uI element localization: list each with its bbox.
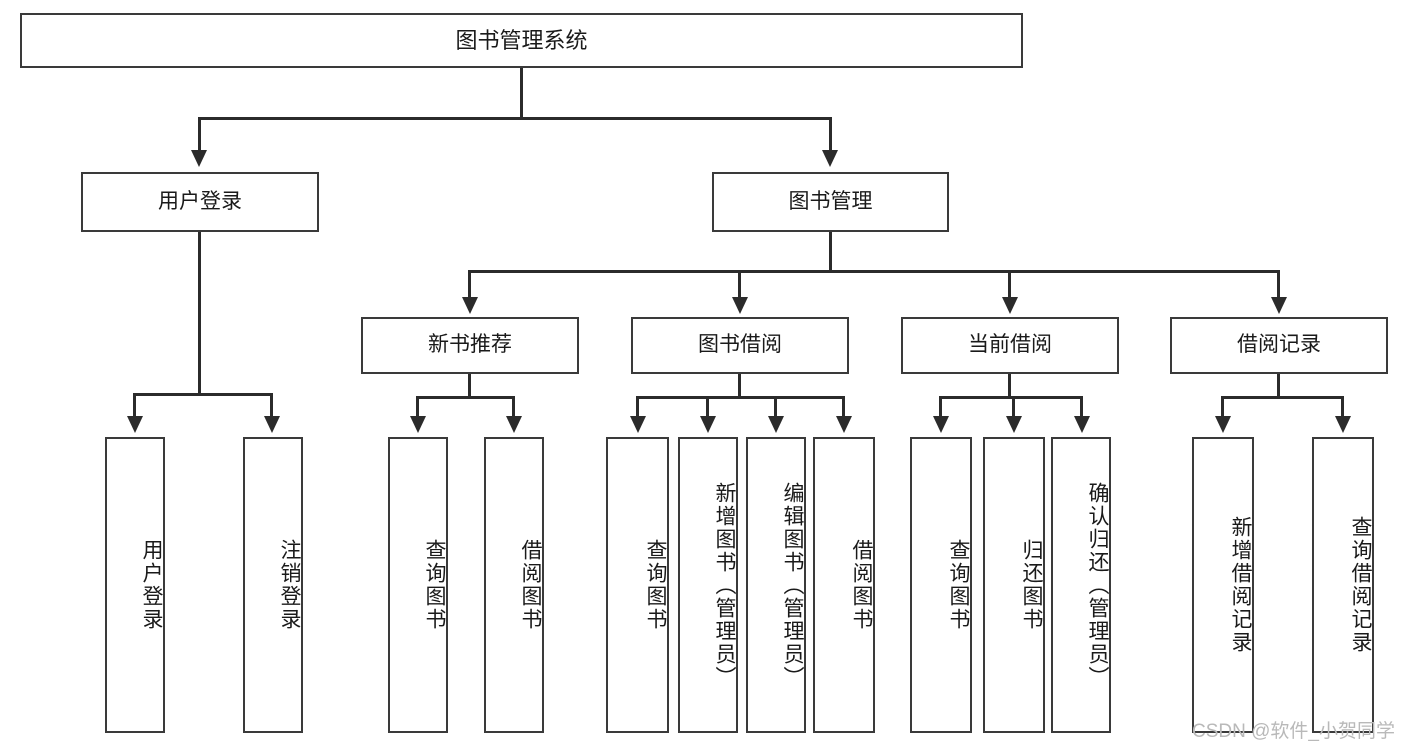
connector-bm-to-current-borrow (1008, 270, 1011, 302)
connector-nb-leaf-1 (416, 396, 419, 421)
connector-bb-leaf-4 (842, 396, 845, 421)
connector-br-leaf-1 (1221, 396, 1224, 421)
node-label: 归还图书 (1020, 539, 1043, 631)
arrowhead-bb-query-book (630, 416, 646, 433)
arrowhead-bb-add-book (700, 416, 716, 433)
connector-root-to-book-management (829, 117, 832, 152)
leaf-br-query-record[interactable]: 查询借阅记录 (1312, 437, 1374, 733)
connector-br-leaf-2 (1341, 396, 1344, 421)
connector-borrow-record-bus (1221, 396, 1343, 399)
leaf-bb-edit-book-admin[interactable]: 编辑图书（管理员） (746, 437, 806, 733)
connector-cb-leaf-2 (1012, 396, 1015, 421)
leaf-nb-query-book[interactable]: 查询图书 (388, 437, 448, 733)
arrowhead-br-query-record (1335, 416, 1351, 433)
arrowhead-book-borrow (732, 297, 748, 314)
node-label: 图书管理 (788, 189, 873, 213)
node-user-login[interactable]: 用户登录 (81, 172, 319, 232)
node-label: 用户登录 (158, 189, 242, 213)
connector-cb-leaf-3 (1080, 396, 1083, 421)
connector-current-borrow-stem (1008, 374, 1011, 398)
connector-user-login-to-leaf-1 (133, 393, 136, 421)
arrowhead-leaf-logout (264, 416, 280, 433)
leaf-br-add-record[interactable]: 新增借阅记录 (1192, 437, 1254, 733)
node-label: 借阅记录 (1237, 333, 1321, 357)
connector-user-login-bus (133, 393, 270, 396)
arrowhead-nb-borrow-book (506, 416, 522, 433)
node-label: 借阅图书 (519, 539, 542, 631)
node-label: 查询图书 (423, 539, 446, 631)
node-book-borrow[interactable]: 图书借阅 (631, 317, 849, 374)
node-label: 查询借阅记录 (1349, 516, 1372, 654)
node-label: 借阅图书 (850, 539, 873, 631)
connector-book-borrow-stem (738, 374, 741, 398)
node-label: 注销登录 (278, 539, 301, 631)
connector-book-borrow-bus (636, 396, 844, 399)
node-label: 编辑图书（管理员） (781, 481, 804, 689)
leaf-nb-borrow-book[interactable]: 借阅图书 (484, 437, 544, 733)
connector-book-management-stem (829, 232, 832, 272)
connector-root-bus (198, 117, 832, 120)
connector-book-management-bus (468, 270, 1280, 273)
node-book-management[interactable]: 图书管理 (712, 172, 949, 232)
arrowhead-to-book-management (822, 150, 838, 167)
arrowhead-bb-borrow-book (836, 416, 852, 433)
node-label: 新书推荐 (428, 333, 512, 357)
node-current-borrow[interactable]: 当前借阅 (901, 317, 1119, 374)
connector-bb-leaf-3 (774, 396, 777, 421)
node-label: 查询图书 (947, 539, 970, 631)
leaf-logout[interactable]: 注销登录 (243, 437, 303, 733)
connector-bm-to-borrow-record (1277, 270, 1280, 302)
node-label: 图书管理系统 (455, 27, 588, 53)
connector-current-borrow-bus (939, 396, 1083, 399)
node-root-book-management-system[interactable]: 图书管理系统 (20, 13, 1023, 68)
leaf-cb-return-book[interactable]: 归还图书 (983, 437, 1045, 733)
leaf-bb-query-book[interactable]: 查询图书 (606, 437, 669, 733)
node-label: 图书借阅 (698, 333, 782, 357)
node-label: 确认归还（管理员） (1086, 481, 1109, 689)
node-label: 新增图书（管理员） (713, 481, 736, 689)
arrowhead-cb-return-book (1006, 416, 1022, 433)
connector-borrow-record-stem (1277, 374, 1280, 398)
arrowhead-to-user-login (191, 150, 207, 167)
connector-bb-leaf-2 (706, 396, 709, 421)
node-label: 当前借阅 (968, 333, 1052, 357)
arrowhead-bb-edit-book (768, 416, 784, 433)
leaf-cb-query-book[interactable]: 查询图书 (910, 437, 972, 733)
node-borrow-record[interactable]: 借阅记录 (1170, 317, 1388, 374)
node-label: 新增借阅记录 (1229, 516, 1252, 654)
connector-cb-leaf-1 (939, 396, 942, 421)
arrowhead-nb-query-book (410, 416, 426, 433)
connector-user-login-to-leaf-2 (270, 393, 273, 421)
connector-root-to-user-login (198, 117, 201, 152)
node-label: 用户登录 (140, 539, 163, 631)
connector-bm-to-new-book (468, 270, 471, 302)
connector-new-book-bus (416, 396, 515, 399)
leaf-cb-confirm-return-admin[interactable]: 确认归还（管理员） (1051, 437, 1111, 733)
arrowhead-cb-confirm-return (1074, 416, 1090, 433)
leaf-user-login[interactable]: 用户登录 (105, 437, 165, 733)
arrowhead-borrow-record (1271, 297, 1287, 314)
arrowhead-leaf-user-login (127, 416, 143, 433)
connector-nb-leaf-2 (512, 396, 515, 421)
arrowhead-cb-query-book (933, 416, 949, 433)
connector-new-book-stem (468, 374, 471, 398)
arrowhead-current-borrow (1002, 297, 1018, 314)
connector-user-login-stem (198, 232, 201, 396)
leaf-bb-add-book-admin[interactable]: 新增图书（管理员） (678, 437, 738, 733)
leaf-bb-borrow-book[interactable]: 借阅图书 (813, 437, 875, 733)
connector-bm-to-book-borrow (738, 270, 741, 302)
arrowhead-new-book-recommend (462, 297, 478, 314)
node-label: 查询图书 (644, 539, 667, 631)
connector-bb-leaf-1 (636, 396, 639, 421)
connector-root-stem (520, 68, 523, 118)
arrowhead-br-add-record (1215, 416, 1231, 433)
node-new-book-recommend[interactable]: 新书推荐 (361, 317, 579, 374)
